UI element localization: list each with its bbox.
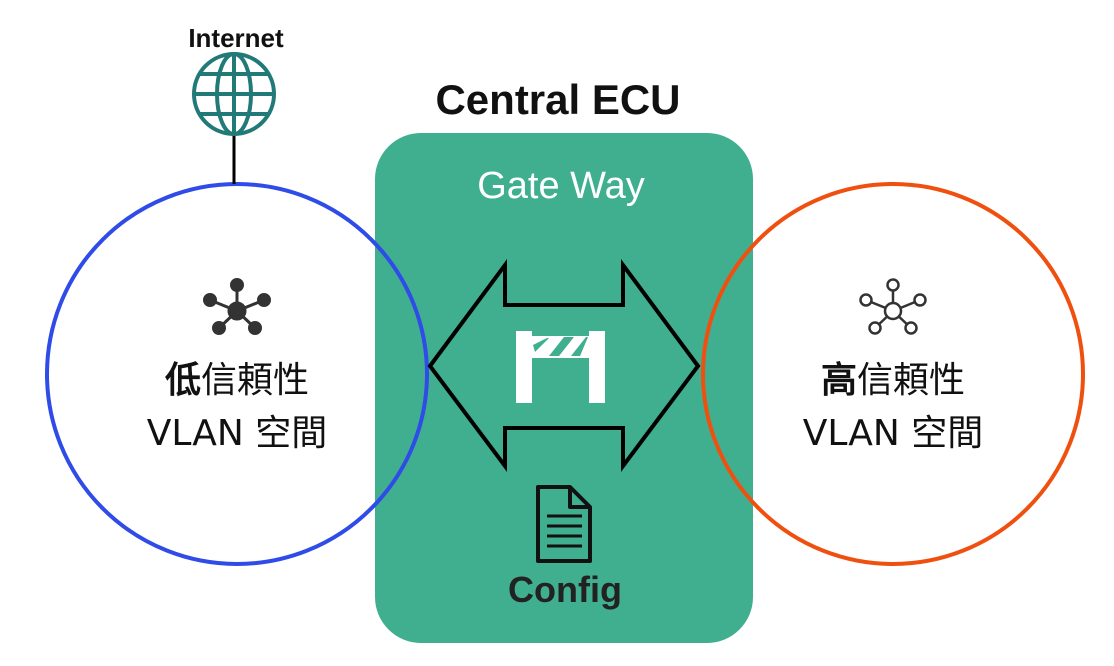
high-trust-label: 高信頼性 — [821, 360, 965, 401]
high-trust-zone-circle — [701, 182, 1085, 566]
low-trust-label-bold: 低 — [165, 360, 201, 401]
internet-label: Internet — [188, 23, 284, 53]
high-trust-vlan-label: VLAN 空間 — [803, 413, 984, 454]
network-hub-outline-icon — [859, 278, 927, 335]
gateway-label: Gate Way — [477, 165, 645, 207]
globe-icon — [192, 52, 276, 136]
document-icon — [536, 485, 592, 563]
low-trust-label-rest: 信頼性 — [201, 360, 309, 401]
high-trust-label-bold: 高 — [821, 360, 857, 401]
low-trust-label: 低信頼性 — [165, 360, 309, 401]
config-label: Config — [508, 569, 622, 610]
high-trust-label-rest: 信頼性 — [857, 360, 965, 401]
low-trust-vlan-label: VLAN 空間 — [147, 413, 328, 454]
barrier-icon — [516, 331, 605, 403]
network-hub-icon — [203, 278, 271, 335]
central-ecu-title: Central ECU — [435, 76, 680, 123]
double-arrow-icon — [427, 258, 701, 472]
gateway-panel — [375, 133, 753, 643]
low-trust-zone-circle — [45, 182, 429, 566]
